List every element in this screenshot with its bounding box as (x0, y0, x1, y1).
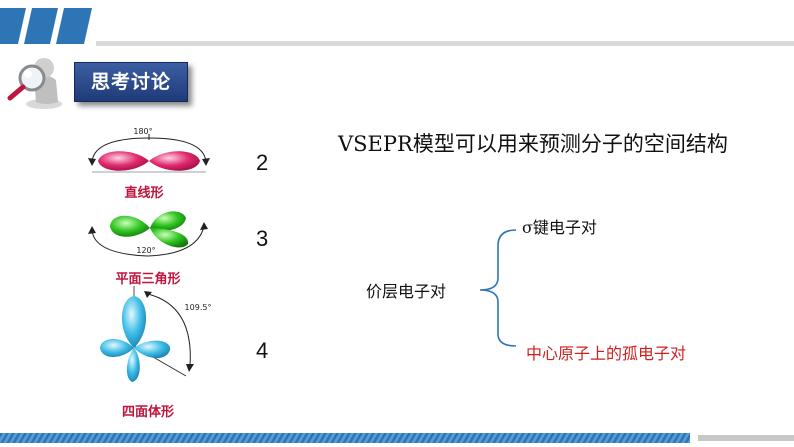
classification-brace (479, 229, 517, 347)
valence-shell-pairs-label: 价层电子对 (366, 282, 447, 301)
tetrahedral-pair-count: 4 (256, 338, 269, 363)
tetrahedral-orbital-diagram (100, 286, 194, 382)
magnifier-mascot-icon (7, 58, 62, 109)
trigonal-angle-label: 120° (136, 246, 156, 255)
header-rule (96, 41, 794, 46)
linear-pair-count: 2 (256, 150, 269, 175)
trigonal-planar-orbital-diagram (88, 211, 208, 257)
linear-shape-label: 直线形 (124, 186, 164, 201)
linear-orbital-diagram (88, 134, 210, 173)
lone-pairs-label: 中心原子上的孤电子对 (526, 344, 687, 363)
trigonal-shape-label: 平面三角形 (115, 272, 181, 287)
vsepr-statement: VSEPR模型可以用来预测分子的空间结构 (338, 132, 728, 156)
sigma-bond-pairs-label: σ键电子对 (522, 218, 597, 237)
tetrahedral-angle-label: 109.5° (184, 303, 212, 312)
tetrahedral-shape-label: 四面体形 (121, 405, 174, 420)
linear-angle-label: 180° (133, 127, 153, 136)
trigonal-pair-count: 3 (256, 226, 269, 251)
footer-grey-bar (698, 435, 794, 441)
footer-stripe-bar (0, 433, 690, 443)
discussion-title-badge: 思考讨论 (74, 62, 188, 102)
header-stripes-decoration (0, 8, 92, 44)
